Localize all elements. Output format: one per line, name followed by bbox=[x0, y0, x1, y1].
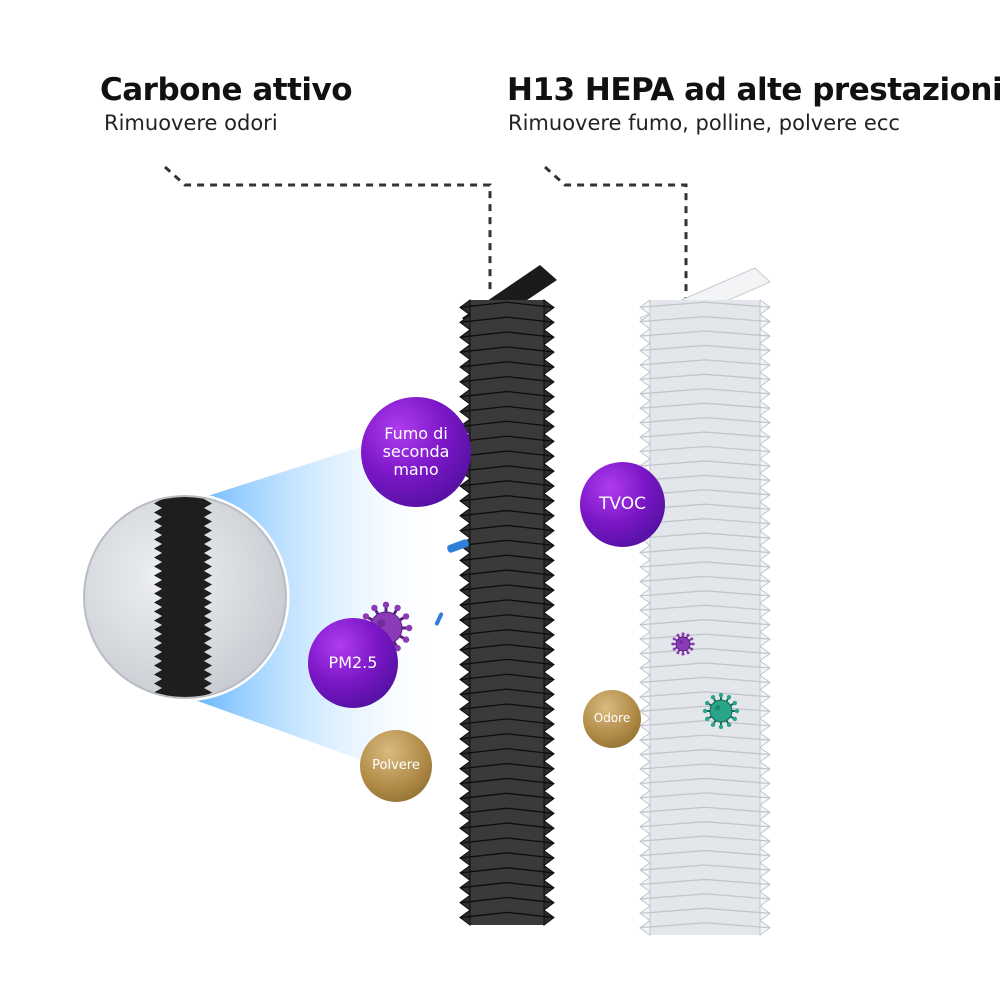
hepa-title: H13 HEPA ad alte prestazioni bbox=[507, 72, 1000, 108]
hepa-subtitle: Rimuovere fumo, polline, polvere ecc bbox=[508, 111, 900, 135]
bubble-smoke: Fumo di seconda mano bbox=[361, 397, 471, 507]
carbon-subtitle: Rimuovere odori bbox=[104, 111, 278, 135]
bubble-dust: Polvere bbox=[360, 730, 432, 802]
bubble-tvoc: TVOC bbox=[580, 462, 665, 547]
hepa-filter bbox=[639, 267, 771, 936]
bubble-odor: Odore bbox=[583, 690, 641, 748]
carbon-title: Carbone attivo bbox=[100, 72, 353, 108]
virus-particle-green bbox=[702, 692, 740, 730]
bubble-tvoc-label: TVOC bbox=[599, 493, 646, 514]
magnifier-lens bbox=[80, 492, 290, 702]
carbon-leader-line bbox=[163, 165, 492, 295]
virus-particle-purple-small bbox=[671, 632, 695, 656]
bubble-dust-label: Polvere bbox=[372, 757, 420, 773]
bubble-pm25-label: PM2.5 bbox=[328, 653, 378, 673]
blue-fiber-particle-small bbox=[434, 612, 444, 626]
blue-fiber-particle bbox=[447, 539, 469, 553]
bubble-odor-label: Odore bbox=[593, 711, 631, 726]
bubble-smoke-label: Fumo di seconda mano bbox=[382, 424, 450, 479]
bubble-pm25: PM2.5 bbox=[308, 618, 398, 708]
carbon-filter bbox=[459, 265, 557, 926]
hepa-leader-line bbox=[543, 165, 688, 305]
light-beam bbox=[195, 420, 445, 790]
